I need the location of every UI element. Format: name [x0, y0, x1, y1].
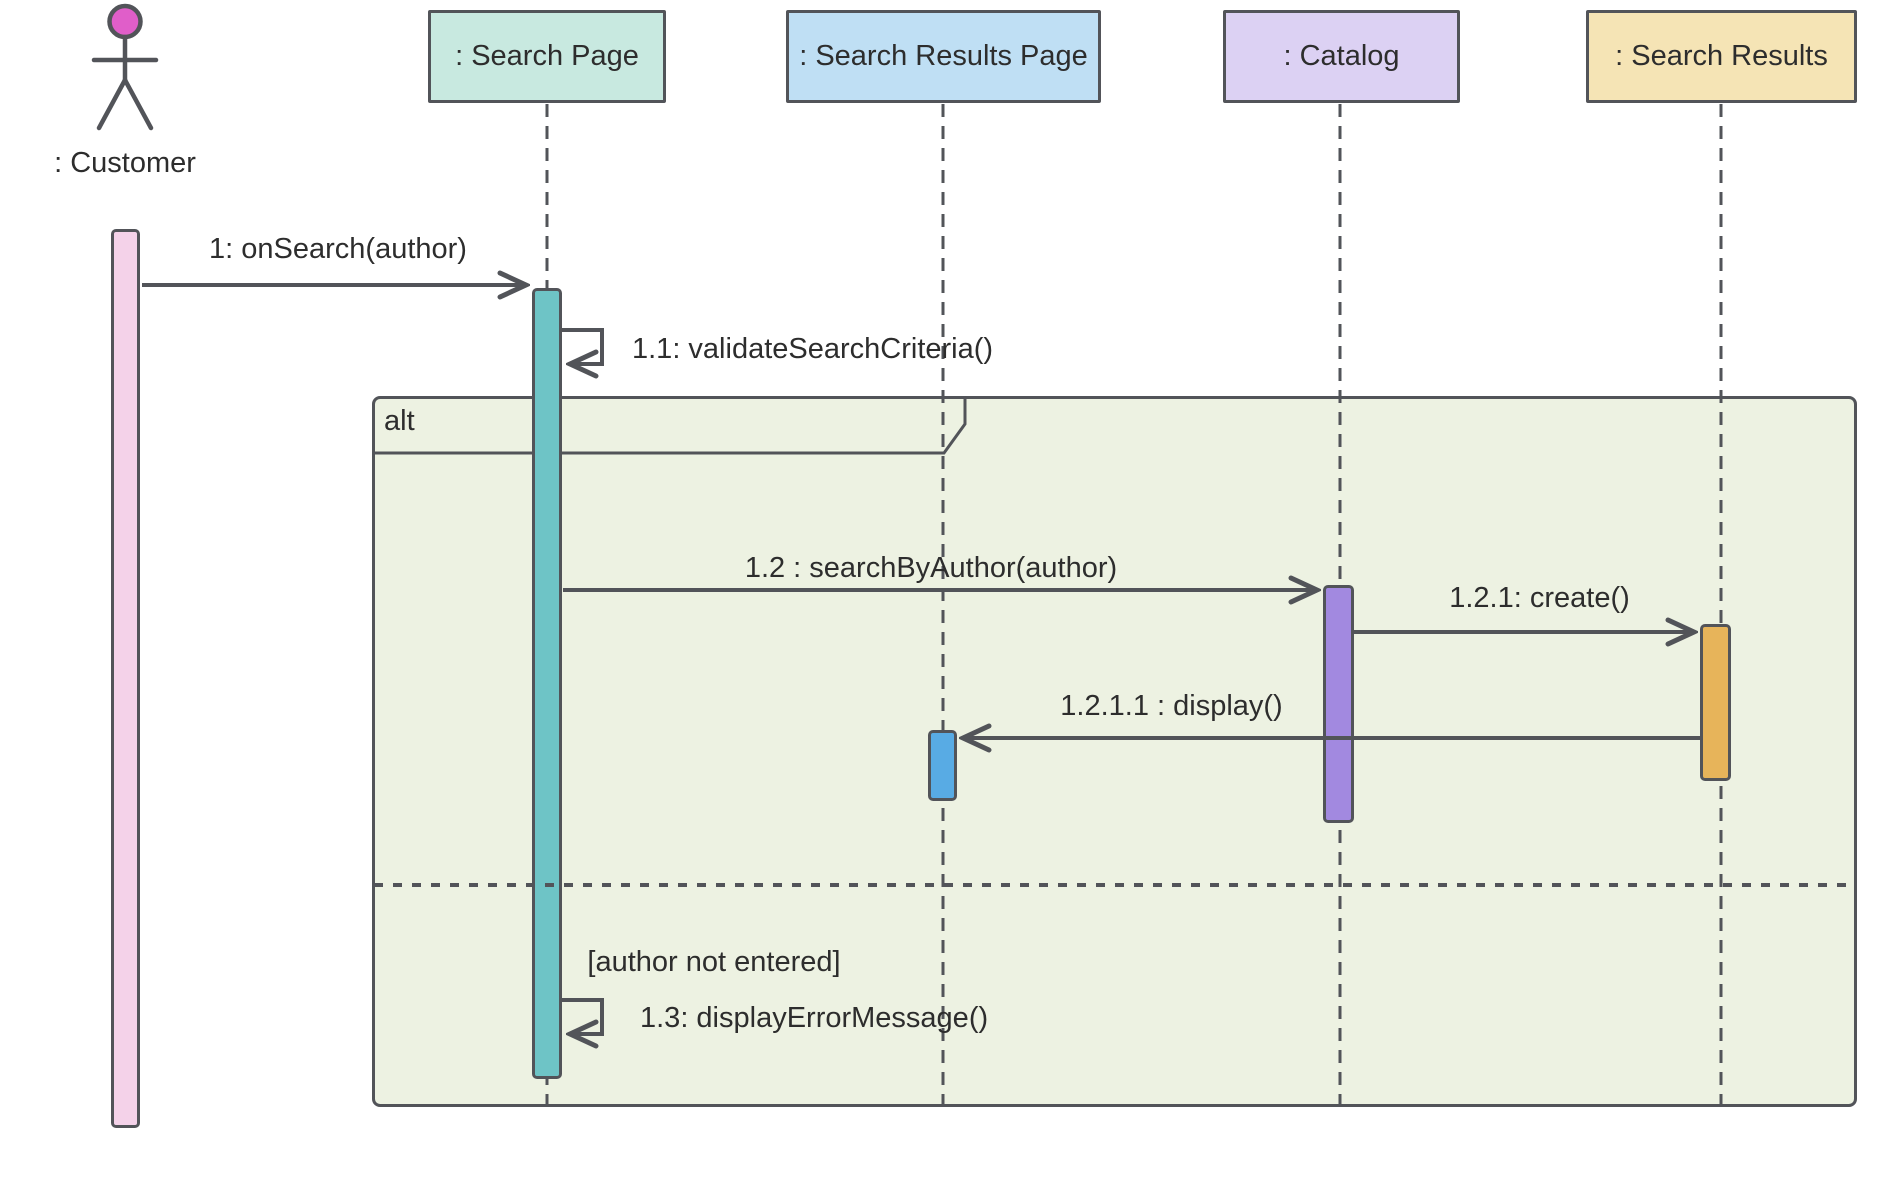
message-label-validate: 1.1: validateSearchCriteria() [632, 333, 994, 365]
object-label-search-results-page: : Search Results Page [799, 40, 1088, 72]
actor-leg-left-icon [96, 77, 128, 131]
message-label-create: 1.2.1: create() [1449, 582, 1630, 614]
alt-operator-label: alt [384, 405, 415, 437]
message-label-displayerror: 1.3: displayErrorMessage() [640, 1002, 989, 1034]
object-label-search-results: : Search Results [1615, 40, 1828, 72]
message-1-1-self-arrow [562, 328, 604, 364]
actor-head-icon [107, 3, 143, 40]
activation-bar-catalog [1323, 585, 1354, 823]
message-label-searchbyauthor: 1.2 : searchByAuthor(author) [744, 552, 1118, 584]
alt-else-guard: [author not entered] [587, 946, 841, 978]
message-label-onsearch: 1: onSearch(author) [209, 233, 467, 265]
activation-bar-search-page [532, 288, 562, 1079]
actor-leg-right-icon [122, 77, 154, 131]
object-box-search-results: : Search Results [1586, 10, 1857, 103]
object-box-catalog: : Catalog [1223, 10, 1460, 103]
activation-bar-search-results [1700, 624, 1731, 781]
object-box-search-results-page: : Search Results Page [786, 10, 1101, 103]
actor-figure-icon [91, 3, 159, 131]
message-label-display: 1.2.1.1 : display() [1060, 690, 1283, 722]
actor-label: : Customer [54, 147, 196, 179]
object-label-catalog: : Catalog [1283, 40, 1400, 72]
object-box-search-page: : Search Page [428, 10, 666, 103]
object-label-search-page: : Search Page [455, 40, 639, 72]
activation-bar-customer [111, 229, 140, 1128]
alt-fragment [372, 396, 1857, 1107]
activation-bar-search-results-page [928, 730, 957, 801]
